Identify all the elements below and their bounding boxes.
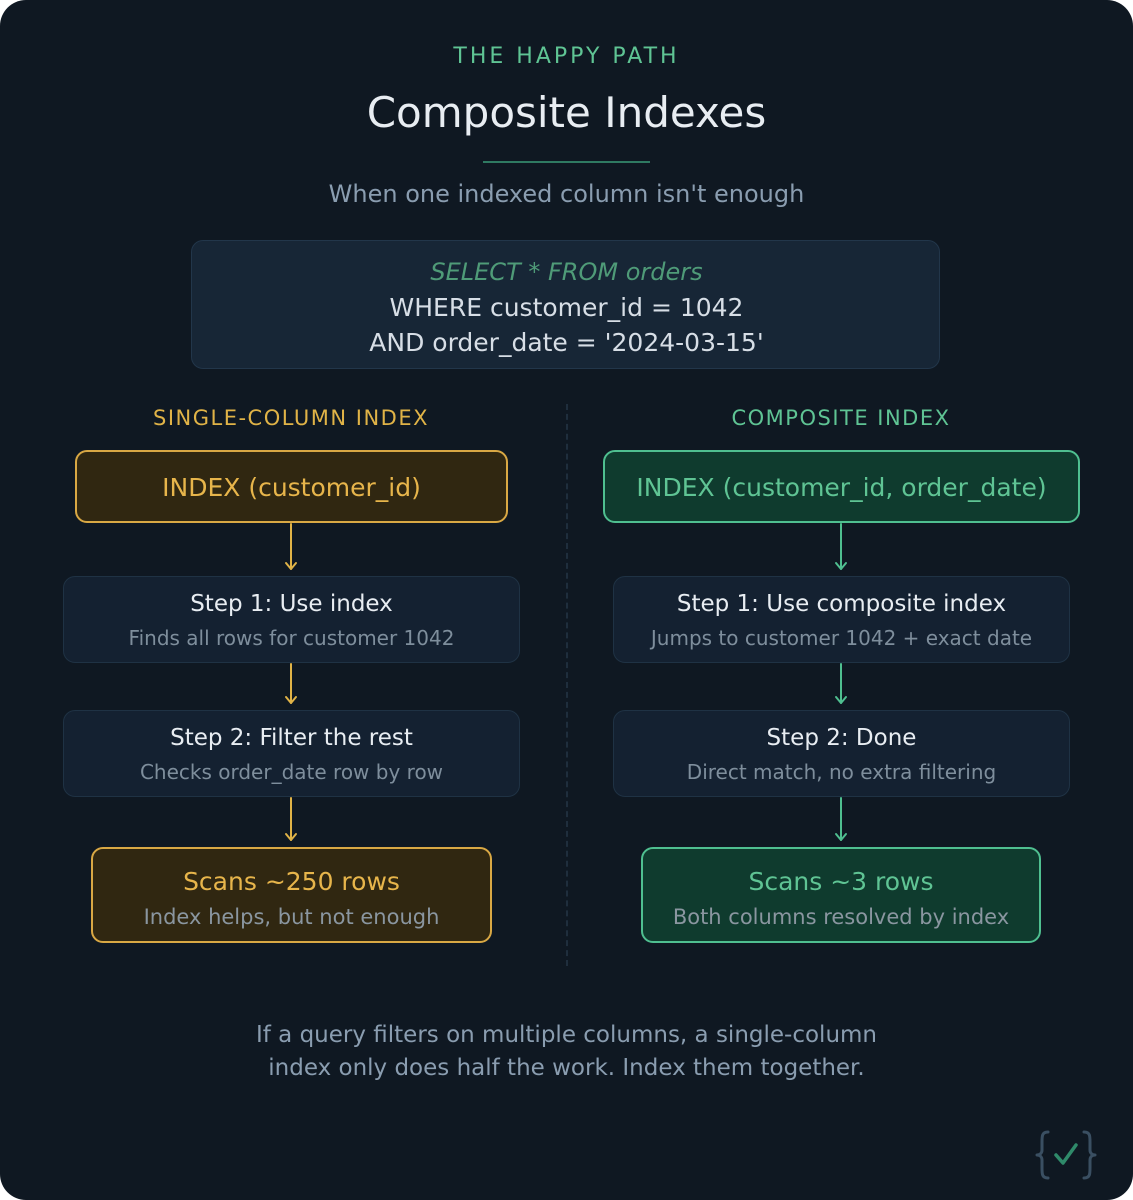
left-step-1: Step 1: Use index Finds all rows for cus… <box>63 576 520 663</box>
sql-query-box: SELECT * FROM orders WHERE customer_id =… <box>191 240 940 369</box>
left-result-title: Scans ~250 rows <box>183 867 400 896</box>
left-arrow-1 <box>285 523 297 570</box>
single-column-heading: SINGLE-COLUMN INDEX <box>153 406 429 430</box>
right-step-2-detail: Direct match, no extra filtering <box>686 760 997 784</box>
right-step-1-title: Step 1: Use composite index <box>676 591 1007 617</box>
braces-check-icon <box>1035 1130 1097 1180</box>
right-result-detail: Both columns resolved by index <box>672 905 1010 929</box>
composite-index-box: INDEX (customer_id, order_date) <box>603 450 1080 523</box>
footer-line-2: index only does half the work. Index the… <box>268 1055 865 1081</box>
column-divider <box>566 404 568 966</box>
left-arrow-2 <box>285 663 297 704</box>
right-arrow-2 <box>835 663 847 704</box>
right-arrow-3 <box>835 797 847 841</box>
query-line-select: SELECT * FROM orders <box>430 258 703 286</box>
title-underline <box>483 161 650 163</box>
page-subtitle: When one indexed column isn't enough <box>328 180 805 208</box>
left-step-2-title: Step 2: Filter the rest <box>170 725 413 751</box>
query-line-and: AND order_date = '2024-03-15' <box>369 328 764 357</box>
query-line-where: WHERE customer_id = 1042 <box>389 293 744 322</box>
right-step-2-title: Step 2: Done <box>766 725 917 751</box>
left-result-box: Scans ~250 rows Index helps, but not eno… <box>91 847 492 943</box>
right-arrow-1 <box>835 523 847 570</box>
eyebrow-label: THE HAPPY PATH <box>453 44 680 69</box>
left-arrow-3 <box>285 797 297 841</box>
right-result-box: Scans ~3 rows Both columns resolved by i… <box>641 847 1041 943</box>
right-result-title: Scans ~3 rows <box>748 867 934 896</box>
footer-line-1: If a query filters on multiple columns, … <box>255 1022 878 1048</box>
right-step-1: Step 1: Use composite index Jumps to cus… <box>613 576 1070 663</box>
single-index-box: INDEX (customer_id) <box>75 450 508 523</box>
left-result-detail: Index helps, but not enough <box>143 905 440 929</box>
left-step-1-title: Step 1: Use index <box>190 591 393 617</box>
left-step-2: Step 2: Filter the rest Checks order_dat… <box>63 710 520 797</box>
right-step-1-detail: Jumps to customer 1042 + exact date <box>650 626 1033 650</box>
left-step-2-detail: Checks order_date row by row <box>139 760 444 784</box>
composite-heading: COMPOSITE INDEX <box>731 406 951 430</box>
left-step-1-detail: Finds all rows for customer 1042 <box>128 626 455 650</box>
right-step-2: Step 2: Done Direct match, no extra filt… <box>613 710 1070 797</box>
page-title: Composite Indexes <box>366 88 767 137</box>
